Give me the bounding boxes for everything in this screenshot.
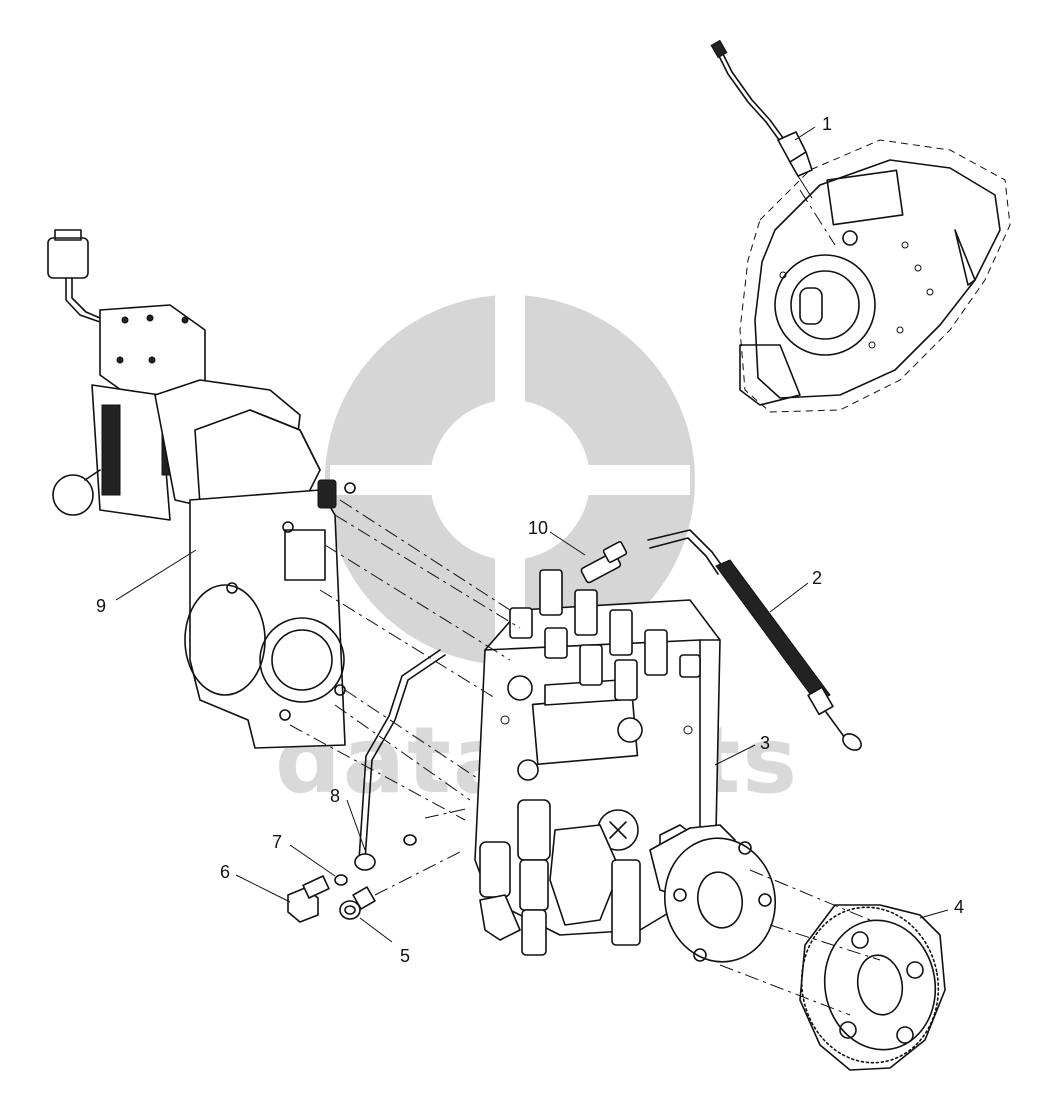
delivery-valves (509, 569, 701, 701)
callout-4: 4 (954, 897, 964, 917)
callout-9: 9 (96, 596, 106, 616)
assembly-centerlines (289, 189, 881, 1016)
callout-labels: 1 2 3 4 5 6 7 8 9 10 (96, 114, 964, 966)
callout-5: 5 (400, 946, 410, 966)
callout-2: 2 (812, 568, 822, 588)
connector-part-5 (339, 886, 376, 920)
callout-8: 8 (330, 786, 340, 806)
callout-6: 6 (220, 862, 230, 882)
return-pipe-part-8 (354, 649, 446, 871)
callout-1: 1 (822, 114, 832, 134)
callout-10: 10 (528, 518, 548, 538)
washer-part-7 (334, 834, 417, 886)
speed-sensor-part-1 (710, 39, 813, 199)
injection-pump-part-3 (474, 569, 777, 963)
banjo-bolt-part-6 (287, 875, 330, 923)
callout-3: 3 (760, 733, 770, 753)
gear-housing-reference (739, 139, 1011, 413)
callout-7: 7 (272, 832, 282, 852)
fitting-part-10 (580, 541, 628, 584)
governor-actuator-part-9 (47, 229, 356, 749)
callout-leaders (115, 126, 949, 943)
drive-gear-part-4 (799, 904, 946, 1071)
fuel-hose-part-2 (647, 529, 862, 751)
